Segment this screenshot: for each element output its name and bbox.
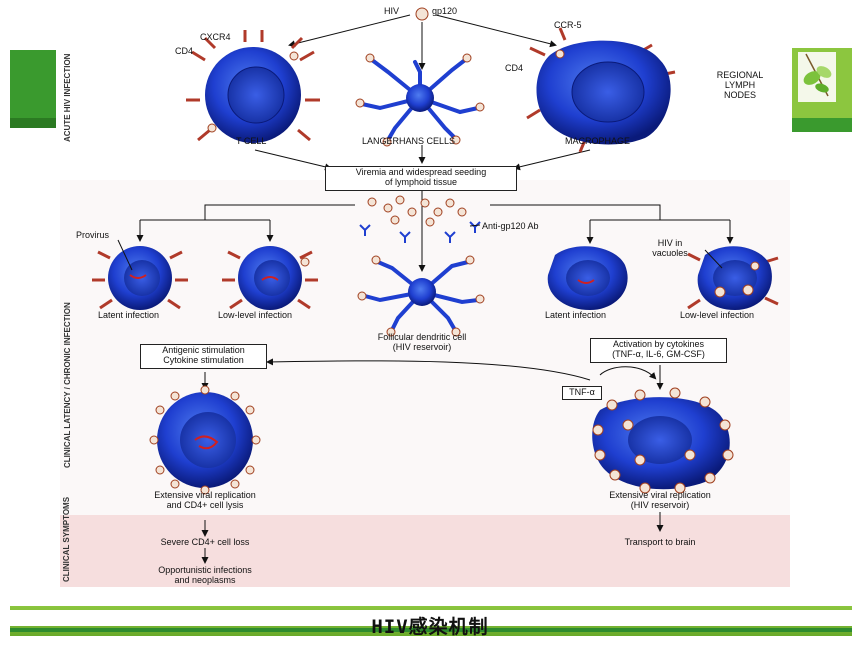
arrow-tnf-to-stim [266, 358, 591, 381]
label-t-cell: T CELL [236, 136, 267, 146]
leaf-logo-icon [798, 52, 836, 102]
hiv-virion-icon [415, 7, 429, 21]
label-opportunistic: Opportunistic infections and neoplasms [158, 565, 252, 585]
left-green-tab-shadow [10, 118, 56, 128]
lowlevel-cell-left [222, 246, 318, 310]
langerhans-illustration [360, 58, 480, 142]
label-macrophage: MACROPHAGE [565, 136, 631, 146]
label-extensive-right: Extensive viral replication (HIV reservo… [609, 490, 711, 510]
macrophage-illustration [526, 27, 676, 153]
label-extensive-left: Extensive viral replication and CD4+ cel… [154, 490, 256, 510]
arrow-hiv-macrophage [435, 14, 557, 48]
label-latent-left: Latent infection [98, 310, 160, 320]
label-latent-right: Latent infection [545, 310, 607, 320]
antibody-icons [359, 221, 481, 243]
label-anti-gp120: Anti-gp120 Ab [482, 221, 539, 231]
figure-symptoms-bg [60, 515, 790, 587]
arrow-hiv-tcell [288, 14, 411, 48]
bottom-green-bar-line [10, 628, 852, 632]
bottom-white-band [10, 610, 852, 626]
label-gp120: gp120 [432, 6, 458, 16]
label-ccr5: CCR-5 [554, 20, 582, 30]
label-regional-lymph-nodes: REGIONAL LYMPH NODES [716, 70, 764, 100]
label-cd4-right: CD4 [505, 63, 524, 73]
label-hiv-in-vacuoles: HIV in vacuoles [652, 238, 688, 258]
follicular-dendritic-illustration [363, 260, 480, 332]
arrow-tcell-viremia [254, 149, 332, 171]
slide-title: HIV感染机制 [371, 616, 489, 638]
tnf-box: TNF-α [562, 386, 602, 400]
left-branch [204, 204, 355, 220]
label-transport-brain: Transport to brain [624, 537, 696, 547]
label-cd4-left: CD4 [175, 46, 194, 56]
label-hiv: HIV [384, 6, 400, 16]
label-langerhans: LANGERHANS CELLS [362, 136, 456, 146]
latent-cell-right [547, 246, 628, 310]
replicating-cell-left [149, 385, 261, 495]
label-lowlevel-left: Low-level infection [218, 310, 293, 320]
left-green-tab [10, 50, 56, 128]
label-follicular: Follicular dendritic cell (HIV reservoir… [377, 332, 467, 352]
replicating-cell-right [592, 387, 734, 494]
label-lowlevel-right: Low-level infection [680, 310, 755, 320]
viremia-box: Viremia and widespread seeding of lympho… [325, 166, 517, 191]
free-virions [367, 195, 467, 227]
arrow-macrophage-viremia [513, 149, 591, 171]
latent-cell-left [92, 246, 188, 310]
t-cell-illustration [186, 30, 320, 143]
stimulation-box: Antigenic stimulation Cytokine stimulati… [140, 344, 267, 369]
right-branch [490, 204, 661, 220]
label-provirus: Provirus [76, 230, 110, 240]
label-cxcr4: CXCR4 [200, 32, 231, 42]
right-green-tab-shadow [792, 118, 852, 132]
activation-box: Activation by cytokines (TNF-α, IL-6, GM… [590, 338, 727, 363]
lowlevel-cell-right [687, 246, 779, 310]
label-severe-loss: Severe CD4+ cell loss [160, 537, 250, 547]
